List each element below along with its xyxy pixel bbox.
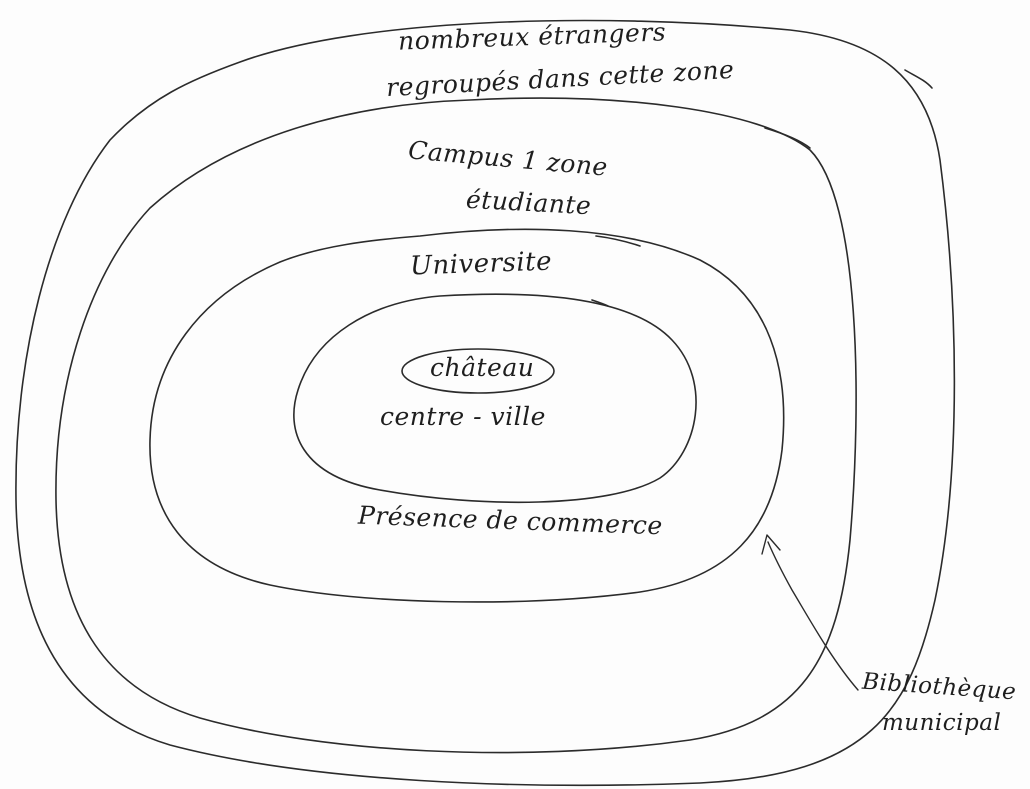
ring-city-center xyxy=(293,293,697,504)
ring-university-zone xyxy=(149,228,785,603)
ring-outer-zone xyxy=(15,19,956,787)
city-center-label: centre - ville xyxy=(380,402,546,431)
ring-outer-overlap xyxy=(904,69,933,89)
campus-zone-label-line2: étudiante xyxy=(465,184,592,221)
ring-university-overlap xyxy=(595,235,641,247)
library-pointer-arrowhead xyxy=(761,534,781,555)
ring-campus-overlap xyxy=(764,127,811,149)
library-pointer-arrow xyxy=(767,541,859,691)
castle-outline xyxy=(401,348,555,394)
ring-city-center-mark xyxy=(591,299,609,307)
castle-label: château xyxy=(430,353,535,382)
library-label-line2: municipal xyxy=(882,710,1002,736)
university-label: Universite xyxy=(409,246,553,282)
ring-campus-zone xyxy=(55,97,857,754)
